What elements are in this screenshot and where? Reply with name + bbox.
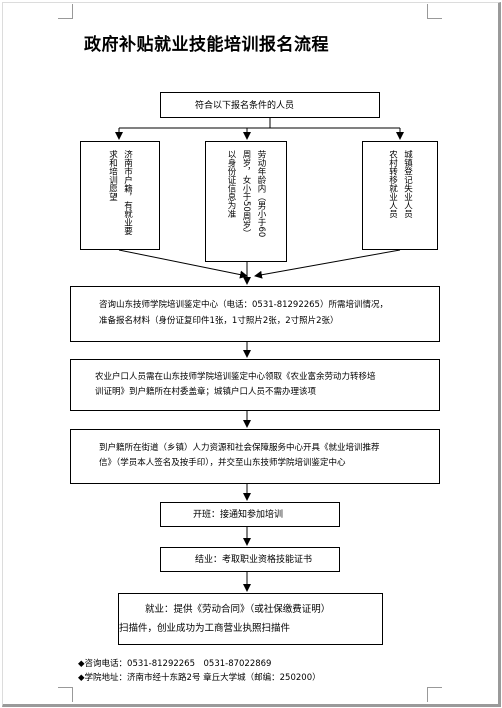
rural-line: 训证明》到户籍所在村委盖章；城镇户口人员不需办理该项 bbox=[95, 387, 317, 397]
crop-mark-bottom-right bbox=[427, 687, 442, 702]
condition-line: 劳动年龄内（男小于60 bbox=[256, 150, 266, 238]
crop-mark-top-left bbox=[58, 4, 73, 19]
eligible-text: 符合以下报名条件的人员 bbox=[195, 101, 295, 111]
condition-line: 农村转移就业人员 bbox=[387, 150, 398, 218]
recommend-line: 信》（学员本人签名及按手印），并交至山东技师学院培训鉴定中心 bbox=[99, 458, 346, 468]
employment-line: 就业：提供《劳动合同》（或社保缴费证明） bbox=[145, 604, 331, 615]
condition-line: 城镇登记失业人员 bbox=[402, 150, 413, 218]
recommendation-letter-box: 到户籍所在街道（乡镇）人力资源和社会保障服务中心开具《就业培训推荐 信》（学员本… bbox=[70, 429, 440, 484]
employment-line: 扫描件，创业成功为工商营业执照扫描件 bbox=[119, 623, 291, 634]
condition-line: 周岁，女小于50周岁） bbox=[241, 150, 251, 238]
rural-line: 农业户口人员需在山东技师学院培训鉴定中心领取《农业富余劳动力转移培 bbox=[95, 372, 376, 382]
class-start-text: 开班：接通知参加培训 bbox=[193, 510, 284, 520]
crop-mark-bottom-left bbox=[58, 687, 73, 702]
condition-box-unemployed: 城镇登记失业人员 农村转移就业人员 bbox=[362, 141, 438, 250]
contact-address: ◆学院地址：济南市经十东路2号 章丘大学城（邮编：250200） bbox=[78, 673, 321, 683]
employment-box: 就业：提供《劳动合同》（或社保缴费证明） 扫描件，创业成功为工商营业执照扫描件 bbox=[118, 593, 383, 645]
consult-line: 咨询山东技师学院培训鉴定中心（电话：0531-81292265）所需培训情况， bbox=[99, 300, 388, 310]
consult-line: 准备报名材料（身份证复印件1张，1寸照片2张，2寸照片2张） bbox=[99, 316, 339, 326]
contact-phone: ◆咨询电话：0531-81292265 0531-87022869 bbox=[78, 659, 272, 669]
class-start-box: 开班：接通知参加培训 bbox=[160, 502, 340, 527]
eligible-box: 符合以下报名条件的人员 bbox=[160, 92, 380, 118]
graduation-text: 结业：考取职业资格技能证书 bbox=[195, 555, 313, 565]
condition-line: 以身份证信息为准 bbox=[226, 150, 236, 218]
recommend-line: 到户籍所在街道（乡镇）人力资源和社会保障服务中心开具《就业培训推荐 bbox=[99, 443, 380, 453]
page-title: 政府补贴就业技能培训报名流程 bbox=[84, 35, 329, 55]
rural-certificate-box: 农业户口人员需在山东技师学院培训鉴定中心领取《农业富余劳动力转移培 训证明》到户… bbox=[70, 359, 440, 411]
condition-line: 济南市户籍，有就业要 bbox=[122, 150, 133, 235]
crop-mark-top-right bbox=[427, 4, 442, 19]
condition-box-residency: 济南市户籍，有就业要 求和培训愿望 bbox=[80, 141, 160, 250]
consult-box: 咨询山东技师学院培训鉴定中心（电话：0531-81292265）所需培训情况， … bbox=[70, 286, 440, 342]
graduation-box: 结业：考取职业资格技能证书 bbox=[160, 547, 340, 572]
condition-line: 求和培训愿望 bbox=[107, 150, 118, 201]
condition-box-age: 劳动年龄内（男小于60 周岁，女小于50周岁） 以身份证信息为准 bbox=[205, 141, 287, 262]
